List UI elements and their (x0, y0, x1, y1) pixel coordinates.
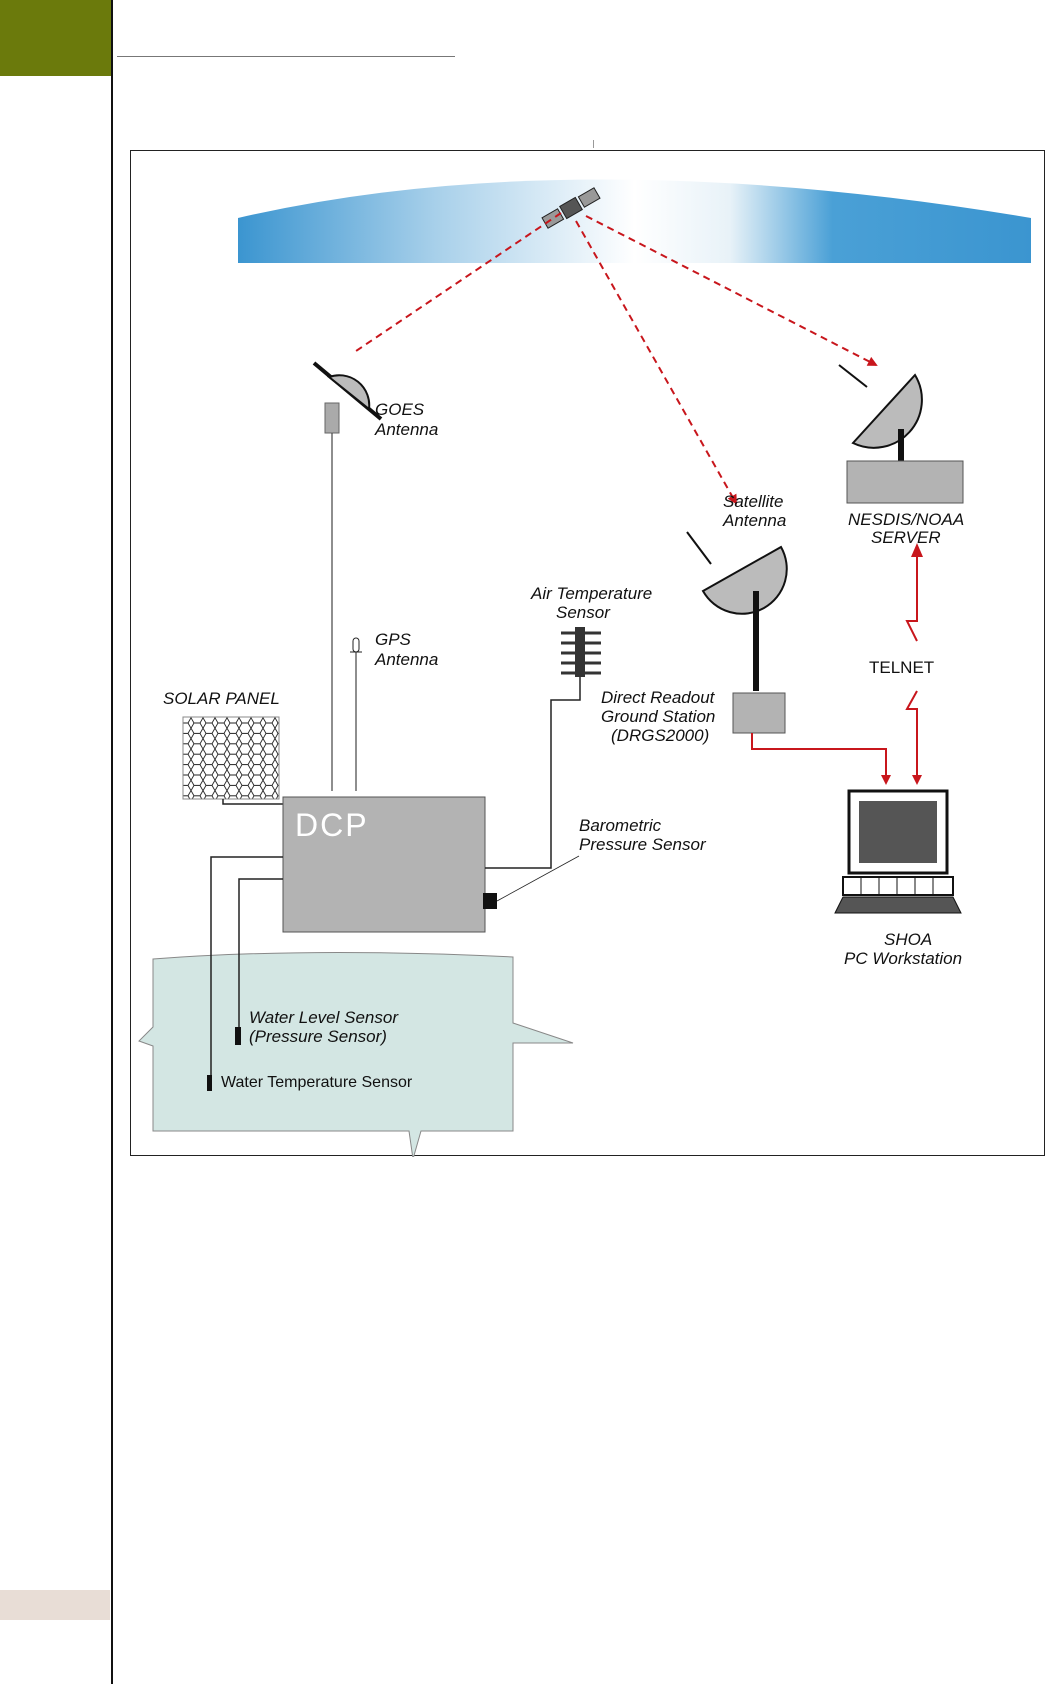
lightning-link-icon (905, 553, 918, 642)
water-body (138, 951, 574, 1160)
link-goes (355, 212, 562, 352)
water-level-label-2: (Pressure Sensor) (249, 1027, 387, 1046)
drgs-label-1: Direct Readout (601, 688, 716, 707)
dcp-label: DCP (295, 807, 369, 843)
drgs-label-3: (DRGS2000) (611, 726, 709, 745)
sky-band (238, 179, 1031, 263)
system-diagram: GOES Antenna GPS Antenna SOLAR PANEL DCP… (138, 179, 1031, 1160)
barometric-label-2: Pressure Sensor (579, 835, 707, 854)
shoa-label-2: PC Workstation (844, 949, 962, 968)
gps-label-2: Antenna (374, 650, 438, 669)
nesdis-label-1: NESDIS/NOAA (848, 510, 964, 529)
diagram-frame: GOES Antenna GPS Antenna SOLAR PANEL DCP… (130, 150, 1045, 1160)
header-rule (117, 56, 455, 57)
solar-panel-icon (182, 716, 280, 800)
dcp-box (282, 796, 486, 933)
nesdis-server-box (846, 460, 964, 504)
barometric-sensor-box (483, 893, 497, 909)
drgs-box (732, 692, 786, 734)
air-temp-label-2: Sensor (556, 603, 611, 622)
link-satellite-antenna (575, 220, 737, 505)
water-level-label-1: Water Level Sensor (249, 1008, 399, 1027)
solar-panel-label: SOLAR PANEL (163, 689, 280, 708)
air-temp-label-1: Air Temperature (530, 584, 652, 603)
drgs-label-2: Ground Station (601, 707, 715, 726)
link-nesdis (585, 215, 878, 366)
temperature-sensor-icon (561, 627, 601, 677)
nesdis-label-2: SERVER (871, 528, 941, 547)
dish-antenna-icon (686, 531, 788, 691)
satellite-antenna-label-2: Antenna (722, 511, 786, 530)
water-temp-label: Water Temperature Sensor (221, 1074, 413, 1091)
computer-workstation-icon (834, 789, 962, 914)
corner-color-block (0, 0, 112, 76)
telnet-label: TELNET (869, 658, 934, 677)
gps-label-1: GPS (375, 630, 412, 649)
barometric-label-1: Barometric (579, 816, 662, 835)
footer-tab (0, 1590, 110, 1620)
shoa-label-1: SHOA (884, 930, 932, 949)
goes-label-2: Antenna (374, 420, 438, 439)
gps-antenna-icon (350, 637, 362, 791)
goes-label-1: GOES (375, 400, 425, 419)
tick-mark (593, 140, 594, 148)
dish-antenna-icon (312, 361, 383, 791)
dish-antenna-icon (838, 364, 923, 461)
left-margin-rule (111, 0, 113, 1684)
satellite-antenna-label-1: Satellite (723, 492, 783, 511)
